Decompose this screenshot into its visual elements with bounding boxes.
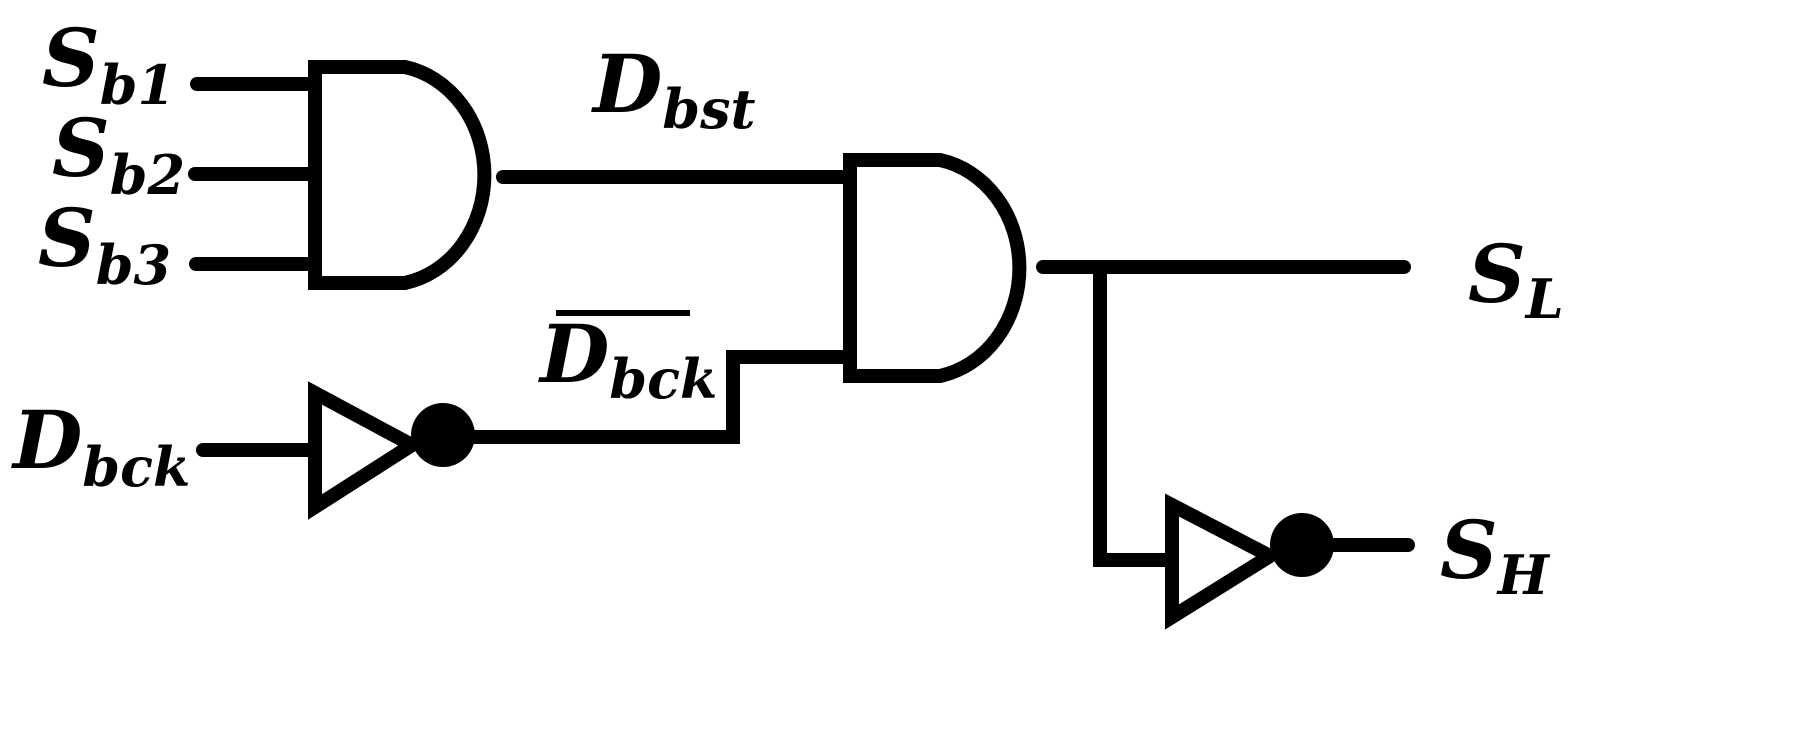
label-dbck: Dbck [11, 393, 190, 499]
wire-branch [1093, 260, 1179, 567]
label-sb2: Sb2 [52, 101, 185, 207]
label-dbck-bar: Dbck [538, 307, 717, 411]
and-gate-2 [843, 153, 1027, 383]
label-sb1: Sb1 [42, 11, 175, 117]
inverter-2 [1165, 493, 1415, 630]
label-sl: SL [1468, 227, 1564, 331]
svg-text:Dbck: Dbck [538, 307, 717, 411]
inverter-2-bubble [1270, 513, 1334, 577]
inverter-1-bubble [411, 403, 475, 467]
label-dbst: Dbst [591, 37, 756, 141]
wire-dbck-bar [463, 350, 857, 444]
label-sb3: Sb3 [38, 191, 171, 297]
and-gate-1 [308, 60, 492, 290]
inverter-1 [196, 381, 475, 520]
label-sh: SH [1440, 503, 1551, 607]
